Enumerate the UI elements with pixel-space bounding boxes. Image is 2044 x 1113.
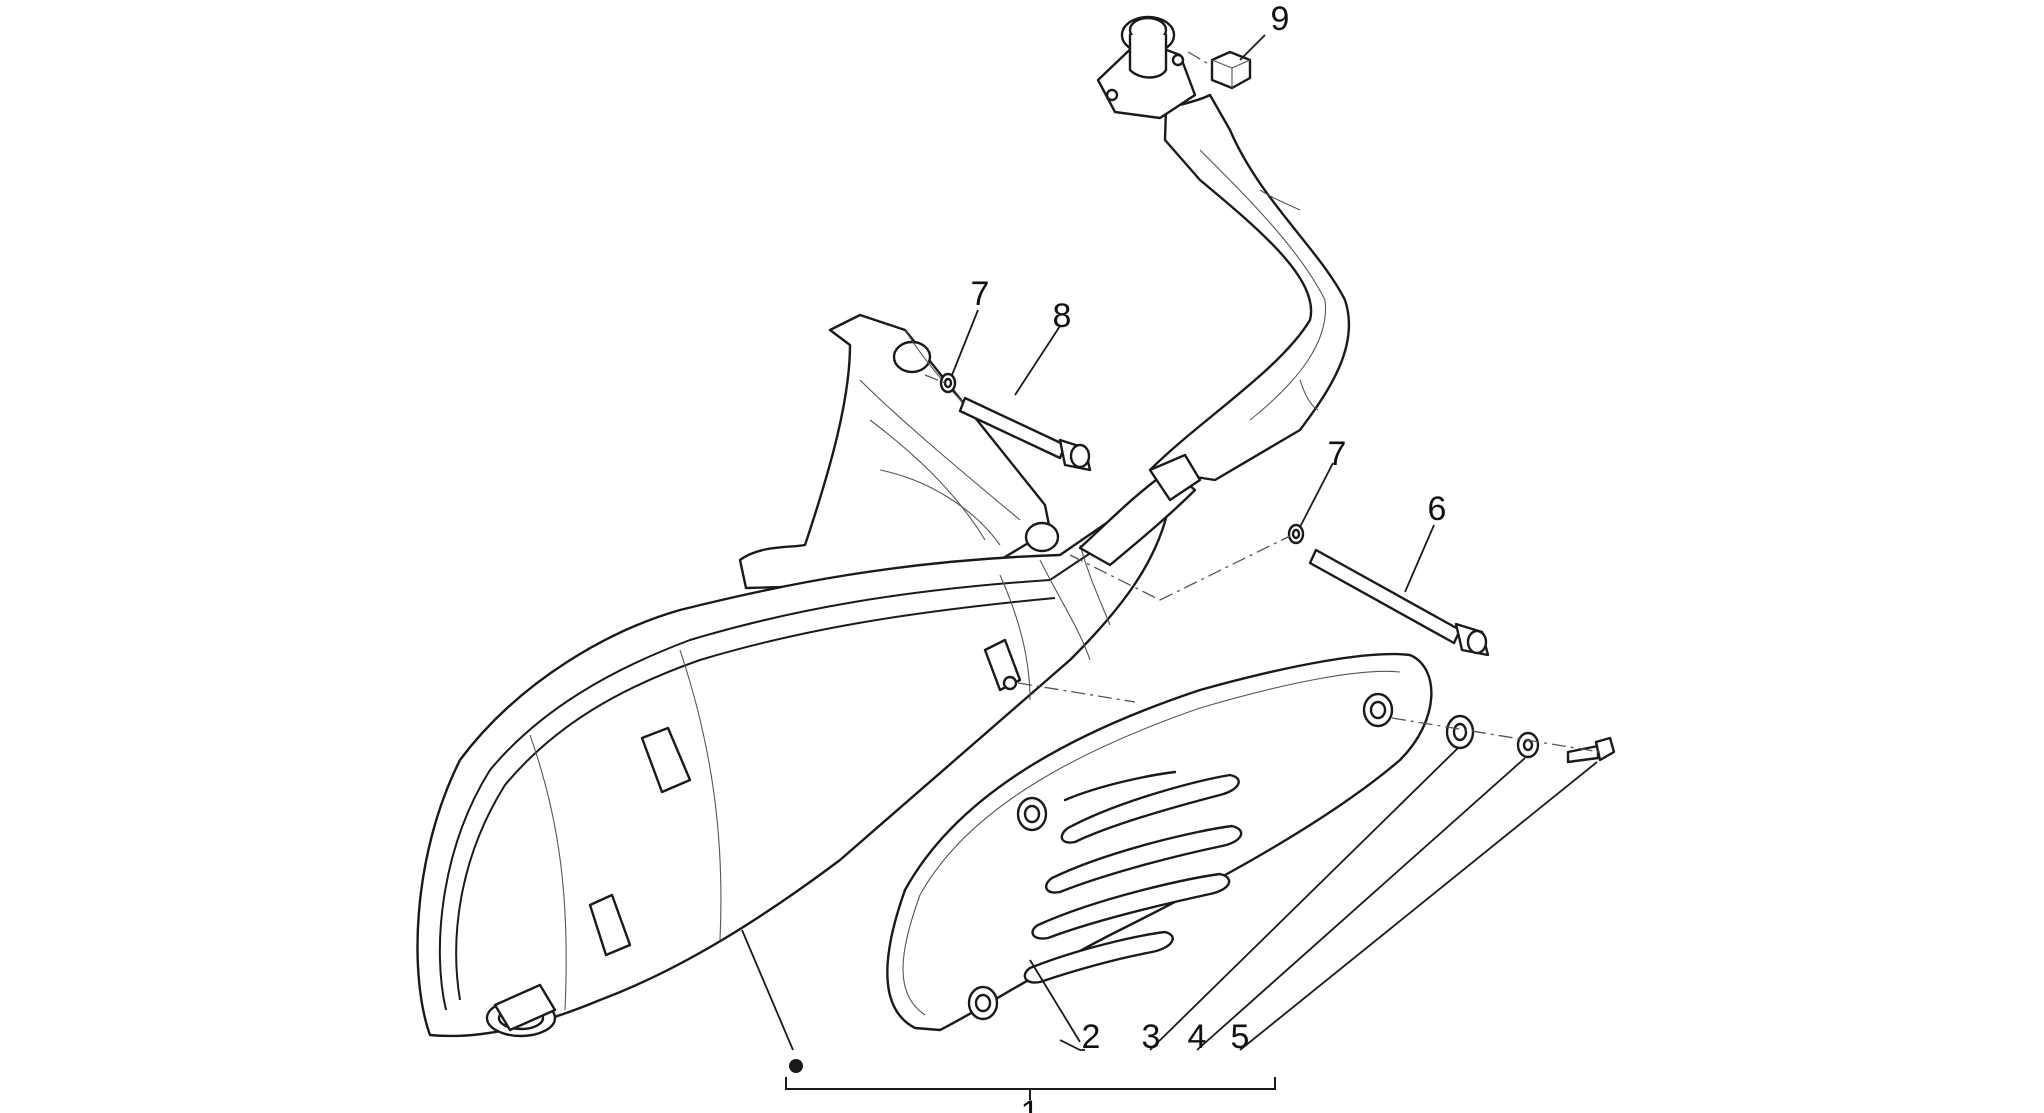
callout-4: 4 [1188, 1018, 1207, 1056]
leader-lines [741, 34, 1598, 1051]
callout-1: 1 [1021, 1094, 1040, 1113]
callout-5: 5 [1231, 1018, 1250, 1056]
exhaust-flange [1096, 15, 1197, 120]
callout-2: 2 [1082, 1018, 1101, 1056]
mounting-bracket [738, 313, 1060, 590]
callout-8: 8 [1053, 297, 1072, 335]
callout-7-lower: 7 [1328, 435, 1347, 473]
part-6-bolt [1308, 548, 1490, 657]
part-9-nut [1210, 50, 1252, 90]
part-7-washer-lower [1287, 523, 1305, 545]
muffler-body [416, 453, 1202, 1038]
part-7-washer-upper [939, 372, 957, 394]
assembly-group-bracket [785, 1059, 1276, 1100]
part-8-bolt [958, 396, 1092, 472]
callout-6: 6 [1428, 490, 1447, 528]
part-4-washer [1516, 731, 1540, 759]
group-start-dot [789, 1059, 803, 1073]
assembly-centre-lines [924, 51, 1601, 753]
exhaust-header-pipe [1148, 93, 1351, 482]
callout-7-upper: 7 [971, 275, 990, 313]
heat-shield [886, 652, 1433, 1032]
callout-9: 9 [1271, 0, 1290, 38]
part-3-grommet [1445, 714, 1475, 750]
callout-3: 3 [1142, 1018, 1161, 1056]
